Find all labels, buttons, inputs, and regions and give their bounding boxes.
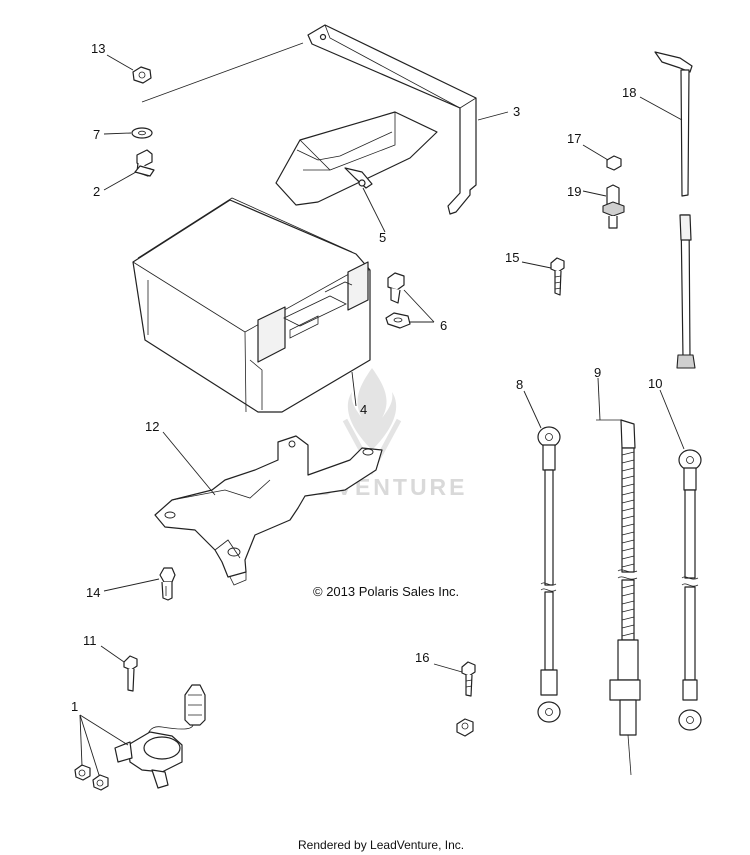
callout-10: 10 (648, 376, 662, 391)
part-14-push-rivet (159, 567, 176, 601)
part-11-screw (123, 655, 138, 692)
callout-18: 18 (622, 85, 636, 100)
part-6-bolt-washer (385, 272, 411, 329)
callout-13: 13 (91, 41, 105, 56)
footer-credit: Rendered by LeadVenture, Inc. (298, 838, 464, 852)
part-15-screw (550, 257, 565, 296)
watermark-flame-logo (347, 368, 397, 450)
callout-15: 15 (505, 250, 519, 265)
part-10-battery-cable (678, 449, 702, 731)
part-19-stud (602, 184, 625, 229)
callout-18-19: 19 (567, 184, 581, 199)
callout-12: 12 (145, 419, 159, 434)
callout-16: 16 (415, 650, 429, 665)
callout-4: 4 (360, 402, 367, 417)
leader-lines (79, 54, 685, 776)
part-7-washer (131, 127, 153, 139)
part-17-nut (606, 155, 622, 171)
part-9-braided-cable (596, 419, 641, 776)
part-8-battery-cable (537, 426, 561, 723)
callout-8: 8 (516, 377, 523, 392)
part-4-battery (132, 197, 371, 413)
part-16-screw-nut (456, 661, 476, 737)
part-5-battery-plate (275, 111, 438, 206)
callout-6: 6 (440, 318, 447, 333)
callout-14: 14 (86, 585, 100, 600)
callout-2: 2 (93, 184, 100, 199)
part-1-solenoid (74, 684, 206, 791)
callout-3: 3 (513, 104, 520, 119)
part-2-bolt (134, 149, 155, 177)
part-3-battery-bracket (141, 24, 477, 215)
callout-17: 17 (567, 131, 581, 146)
callout-11: 11 (83, 633, 97, 648)
callout-7: 7 (93, 127, 100, 142)
callout-9: 9 (594, 365, 601, 380)
callout-1: 1 (71, 699, 78, 714)
part-13-nut (132, 66, 152, 84)
callouts: 1 2 3 4 5 6 7 8 9 10 11 12 13 14 15 16 1… (71, 41, 662, 714)
part-18-terminal-boot (654, 51, 696, 369)
copyright-text: © 2013 Polaris Sales Inc. (313, 584, 459, 599)
callout-5: 5 (379, 230, 386, 245)
part-12-battery-tray (154, 435, 383, 586)
